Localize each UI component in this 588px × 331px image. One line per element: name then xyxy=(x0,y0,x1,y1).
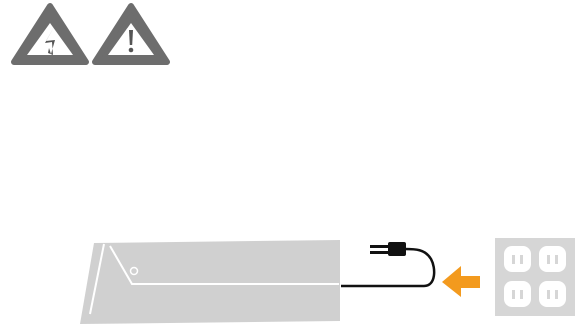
device-body xyxy=(80,240,340,324)
wall-outlet-icon xyxy=(495,238,575,316)
outlet-socket xyxy=(539,246,566,272)
power-cable xyxy=(341,249,434,286)
outlet-socket xyxy=(504,246,531,272)
high-voltage-warning-icon xyxy=(14,6,86,62)
arrow-left-icon xyxy=(442,266,480,297)
outlet-socket xyxy=(539,281,566,307)
power-plug-icon xyxy=(370,242,406,256)
exclamation-warning-icon xyxy=(95,6,167,62)
outlet-socket xyxy=(504,281,531,307)
